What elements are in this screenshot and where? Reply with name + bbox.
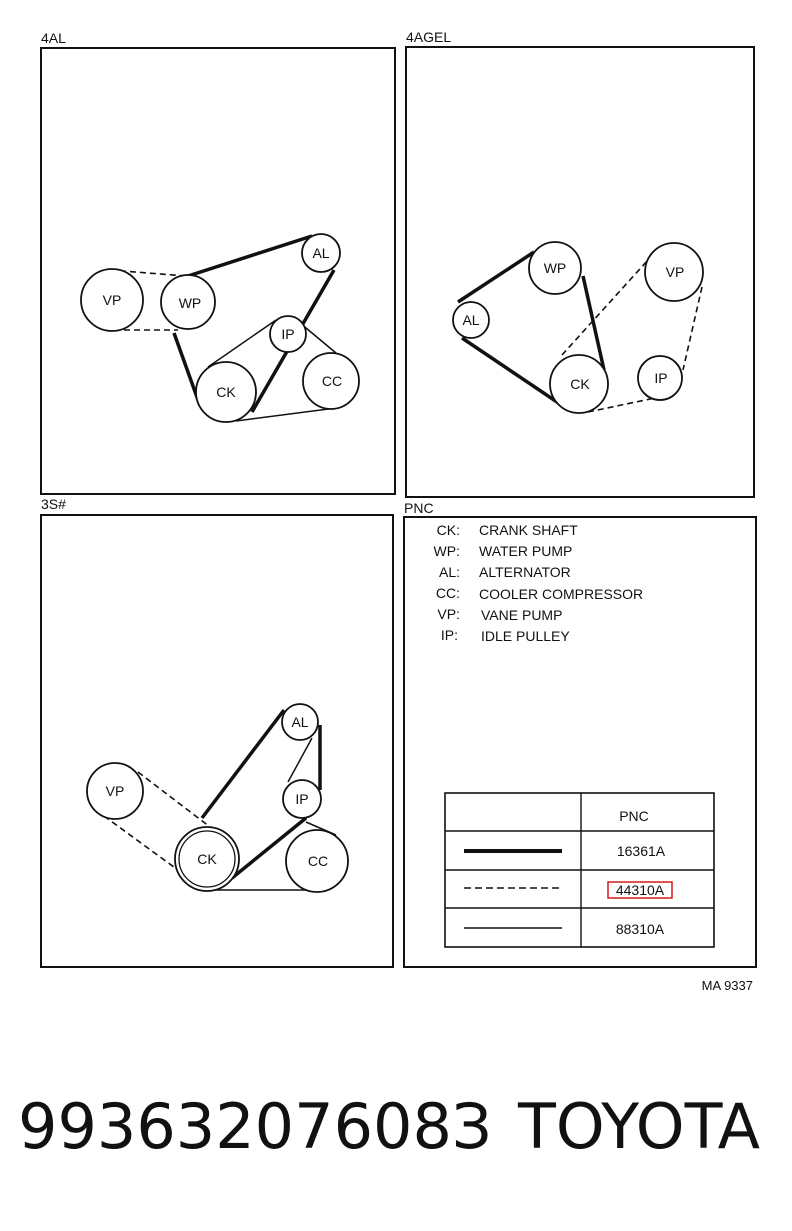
pulley-vp bbox=[80, 268, 144, 332]
panel-frame-pnc bbox=[403, 516, 757, 968]
legend-name: IDLE PULLEY bbox=[481, 628, 570, 644]
pulley-al bbox=[281, 703, 319, 741]
pulley-label: VP bbox=[106, 783, 125, 799]
panel-frame-3s bbox=[40, 514, 394, 968]
pnc-table-header: PNC bbox=[619, 808, 649, 824]
legend-name: VANE PUMP bbox=[481, 607, 562, 623]
pulley-ip bbox=[637, 355, 683, 401]
pulley-label: CK bbox=[216, 384, 236, 400]
legend-code: IP: bbox=[441, 627, 458, 643]
pulley-label: CK bbox=[197, 851, 217, 867]
panel-label-4agel: 4AGEL bbox=[406, 29, 451, 45]
pulley-label: VP bbox=[103, 292, 122, 308]
pnc-code: 88310A bbox=[616, 921, 665, 937]
panel-frame-4al bbox=[40, 47, 396, 495]
footer: 99363207608З TOYOTA bbox=[0, 1090, 792, 1190]
pulley-al bbox=[301, 233, 341, 273]
pulley-label: WP bbox=[544, 260, 567, 276]
diagram-4al: VP WP AL IP CK CC bbox=[80, 233, 360, 423]
legend-code: AL: bbox=[439, 564, 460, 580]
pnc-table: PNC 16361A 44310A 88310A bbox=[444, 792, 715, 948]
legend-name: WATER PUMP bbox=[479, 543, 572, 559]
pulley-label: VP bbox=[666, 264, 685, 280]
pulley-label: IP bbox=[281, 326, 294, 342]
pulley-ck bbox=[549, 354, 609, 414]
legend-code: VP: bbox=[437, 606, 460, 622]
pulley-ip bbox=[282, 779, 322, 819]
panel-label-3s: 3S# bbox=[41, 496, 66, 512]
pulley-cc bbox=[285, 829, 349, 893]
pulley-al bbox=[452, 301, 490, 339]
pulley-label: AL bbox=[462, 312, 479, 328]
pnc-code-highlighted: 44310A bbox=[616, 882, 665, 898]
pnc-code: 16361A bbox=[617, 843, 666, 859]
pulley-wp bbox=[160, 274, 216, 330]
legend-name: CRANK SHAFT bbox=[479, 522, 578, 538]
legend-name: COOLER COMPRESSOR bbox=[479, 586, 643, 602]
pulley-label: AL bbox=[312, 245, 329, 261]
panel-frame-4agel bbox=[405, 46, 755, 498]
pulley-ip bbox=[269, 315, 307, 353]
pulley-vp bbox=[86, 762, 144, 820]
pulley-vp bbox=[644, 242, 704, 302]
pulley-label: IP bbox=[295, 791, 308, 807]
part-number: 99363207608З bbox=[18, 1090, 492, 1163]
pulley-label: AL bbox=[291, 714, 308, 730]
highlight-box bbox=[607, 881, 673, 899]
pulley-label: IP bbox=[654, 370, 667, 386]
pulley-ck bbox=[174, 826, 240, 892]
pulley-ck bbox=[195, 361, 257, 423]
panel-label-pnc: PNC bbox=[404, 500, 434, 516]
belt-routing-diagram: 4AL 4AGEL 3S# PNC VP WP AL IP CK CC bbox=[40, 29, 757, 993]
pulley-label: CC bbox=[322, 373, 342, 389]
pulley-label: WP bbox=[179, 295, 202, 311]
brand-name: TOYOTA bbox=[518, 1090, 761, 1163]
diagram-4agel: WP VP AL CK IP bbox=[452, 241, 704, 414]
legend-list: CK: CRANK SHAFT WP: WATER PUMP AL: ALTER… bbox=[434, 522, 644, 644]
pulley-cc bbox=[302, 352, 360, 410]
pulley-label: CC bbox=[308, 853, 328, 869]
legend-code: CK: bbox=[437, 522, 460, 538]
diagram-3s: AL VP IP CK CC bbox=[86, 703, 349, 893]
pulley-wp bbox=[528, 241, 582, 295]
legend-name: ALTERNATOR bbox=[479, 564, 571, 580]
legend-code: WP: bbox=[434, 543, 460, 559]
reference-code: MA 9337 bbox=[702, 978, 753, 993]
pulley-label: CK bbox=[570, 376, 590, 392]
legend-code: CC: bbox=[436, 585, 460, 601]
panel-label-4al: 4AL bbox=[41, 30, 66, 46]
pulley-ck-inner bbox=[178, 830, 236, 888]
